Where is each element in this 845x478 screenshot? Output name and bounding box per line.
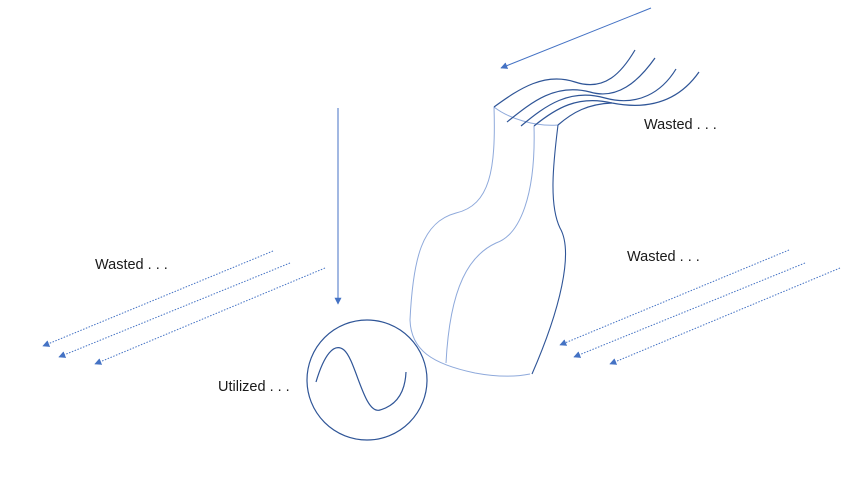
wasted-arrow-left-1 <box>42 250 274 347</box>
wasted-arrow-left-2 <box>58 262 291 358</box>
wasted-arrow-right-2 <box>573 262 806 358</box>
wasted-arrows-left <box>42 250 326 365</box>
incoming-arrow-top <box>500 7 652 69</box>
funnel-shape <box>409 106 559 377</box>
inflow-wave-1 <box>493 49 636 108</box>
inflow-wave-3 <box>520 68 677 127</box>
funnel-left-outline <box>409 106 531 377</box>
wasted-arrow-right-3 <box>609 267 841 365</box>
inflow-waves <box>493 49 700 127</box>
wasted-arrow-right-1 <box>559 249 790 346</box>
wasted-label-left: Wasted . . . <box>95 257 168 273</box>
inflow-wave-4 <box>533 71 700 127</box>
wasted-label-right: Wasted . . . <box>627 249 700 265</box>
wasted-arrows-right <box>559 249 841 365</box>
funnel-right-outline <box>531 124 566 375</box>
inflow-wave-5 <box>557 102 613 126</box>
utilized-label: Utilized . . . <box>218 379 290 395</box>
wasted-label-top: Wasted . . . <box>644 117 717 133</box>
sine-wave <box>315 347 407 411</box>
wasted-arrow-left-3 <box>94 267 326 365</box>
funnel-middle-outline <box>445 125 535 364</box>
inflow-wave-2 <box>506 57 656 123</box>
funnel-top-rim <box>493 106 559 126</box>
source-circle <box>306 319 428 441</box>
ac-sine-source-icon <box>306 319 428 441</box>
